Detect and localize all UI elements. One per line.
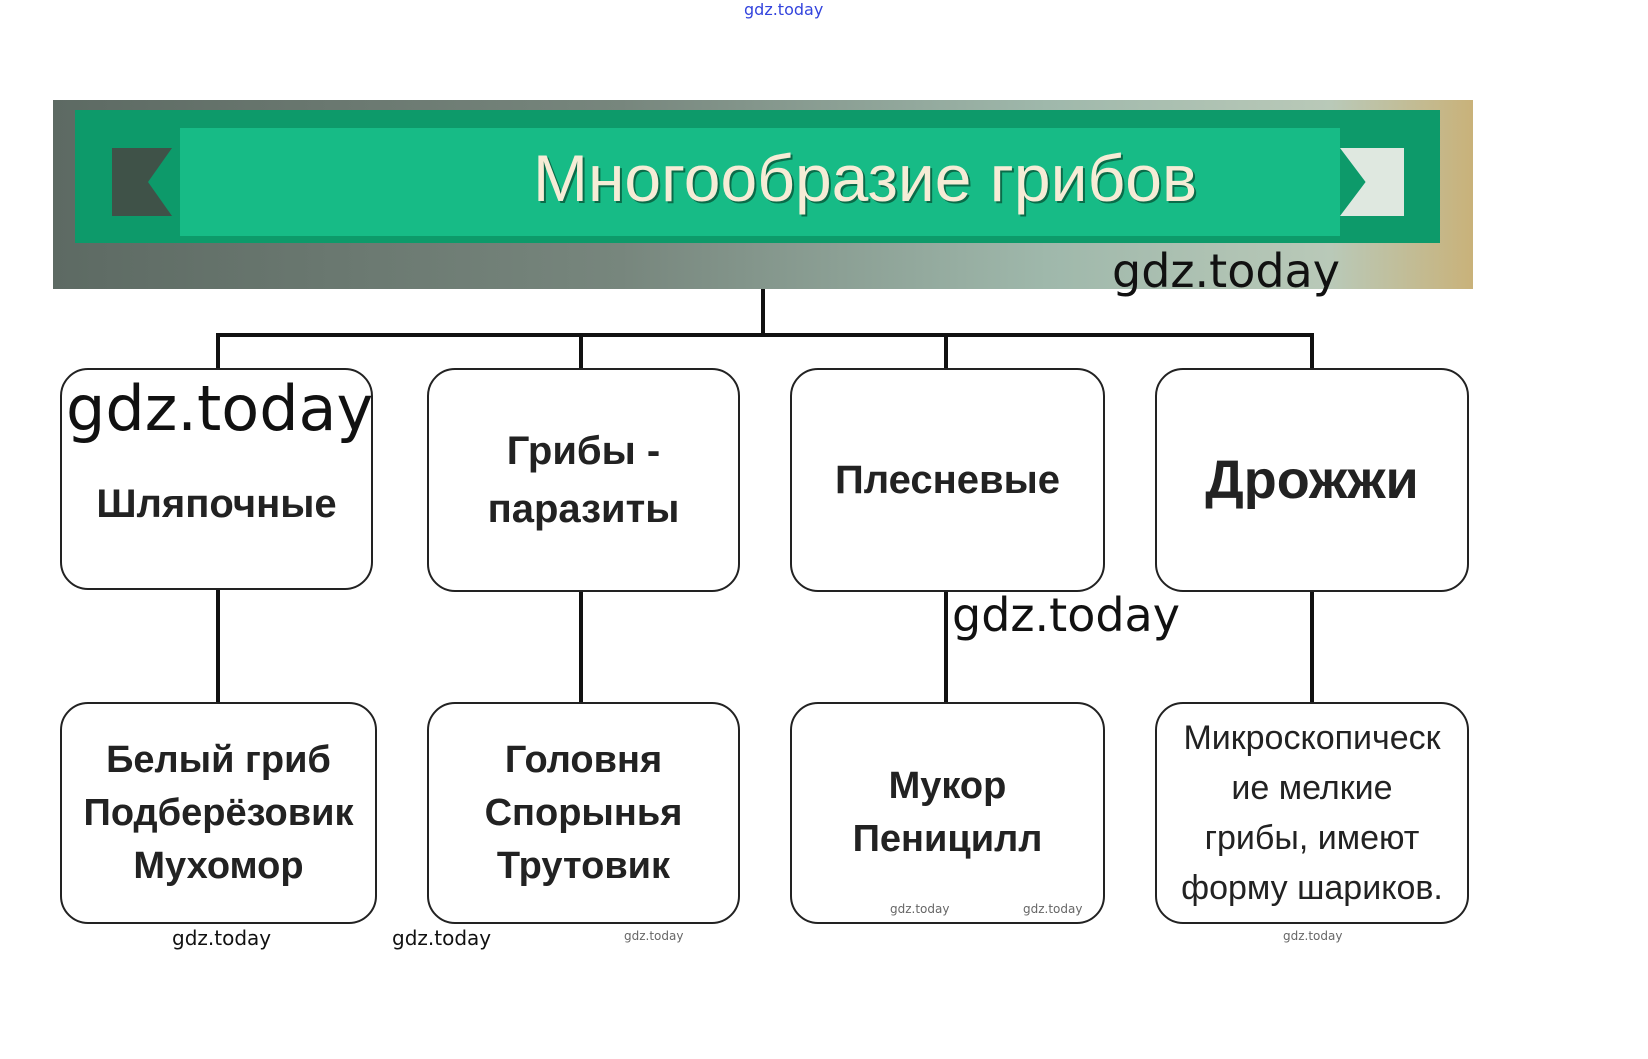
watermark: gdz.today (392, 926, 492, 950)
connector (1310, 333, 1314, 369)
examples-box-parasitic-fungi: Головня Спорынья Трутовик (427, 702, 740, 924)
title-ribbon (180, 128, 1340, 236)
watermark: gdz.today (1023, 902, 1083, 916)
connector (579, 333, 583, 369)
connector (216, 333, 220, 369)
examples-box-molds: Мукор Пеницилл (790, 702, 1105, 924)
watermark: gdz.today (1283, 929, 1343, 943)
connector (216, 333, 1314, 337)
watermark: gdz.today (624, 929, 684, 943)
connector (944, 333, 948, 369)
connector (579, 590, 583, 702)
category-box-cap-fungi: Шляпочные (60, 368, 373, 590)
watermark: gdz.today (890, 902, 950, 916)
connector (944, 590, 948, 702)
watermark-top: gdz.today (744, 0, 824, 19)
category-box-yeasts: Дрожжи (1155, 368, 1469, 592)
examples-box-cap-fungi: Белый гриб Подберёзовик Мухомор (60, 702, 377, 924)
diagram-title: Многообразие грибов (532, 141, 1198, 215)
watermark: gdz.today (952, 588, 1180, 642)
watermark: gdz.today (66, 372, 374, 445)
watermark: gdz.today (1112, 244, 1340, 298)
category-box-molds: Плесневые (790, 368, 1105, 592)
examples-box-yeasts: Микроскопическ ие мелкие грибы, имеют фо… (1155, 702, 1469, 924)
category-box-parasitic-fungi: Грибы - паразиты (427, 368, 740, 592)
connector (761, 289, 765, 337)
connector (1310, 590, 1314, 702)
connector (216, 590, 220, 702)
watermark: gdz.today (172, 926, 272, 950)
